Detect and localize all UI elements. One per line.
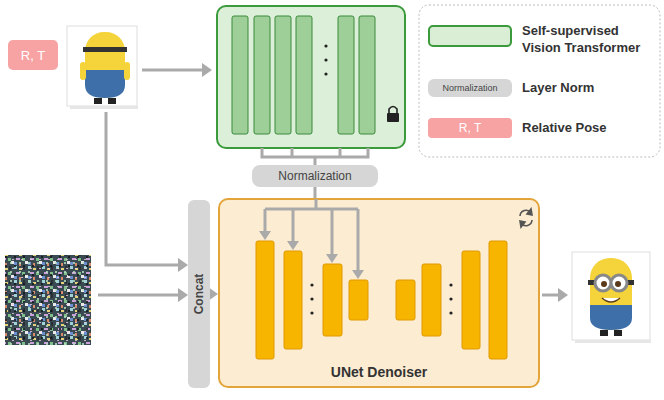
lock-icon: [387, 107, 399, 123]
node-label: UNet Denoiser: [331, 364, 427, 380]
legend-swatch: Normalization: [428, 79, 512, 97]
output-image: [572, 252, 651, 343]
vit-encoder: [217, 6, 405, 148]
legend-text: Layer Norm: [522, 79, 656, 96]
swatch-label: Normalization: [442, 83, 497, 93]
unet-layers: [219, 199, 541, 389]
pose-box: R, T: [8, 40, 58, 70]
unet-box: UNet Denoiser: [218, 198, 540, 388]
concat-bar: Concat: [188, 200, 210, 388]
connector: [315, 187, 316, 198]
legend-swatch: R, T: [428, 118, 512, 138]
legend-row: R, T Relative Pose: [428, 116, 656, 152]
legend-text: Self-supervised Vision Transformer: [522, 22, 656, 56]
feature-lines: [262, 148, 368, 165]
norm-box: Normalization: [252, 165, 378, 187]
legend: Self-supervised Vision TransformerNormal…: [428, 10, 656, 152]
noise-image: [5, 255, 91, 345]
legend-row: Normalization Layer Norm: [428, 76, 656, 112]
legend-text: Relative Pose: [522, 119, 656, 136]
legend-frame: [419, 5, 660, 157]
node-label: Concat: [192, 274, 206, 315]
swatch-label: R, T: [459, 121, 481, 135]
legend-row: Self-supervised Vision Transformer: [428, 24, 656, 60]
node-label: R, T: [21, 48, 45, 63]
input-image: [67, 26, 138, 109]
legend-swatch: [428, 25, 512, 47]
node-label: Normalization: [278, 169, 351, 183]
trainable-icon: [520, 209, 532, 227]
